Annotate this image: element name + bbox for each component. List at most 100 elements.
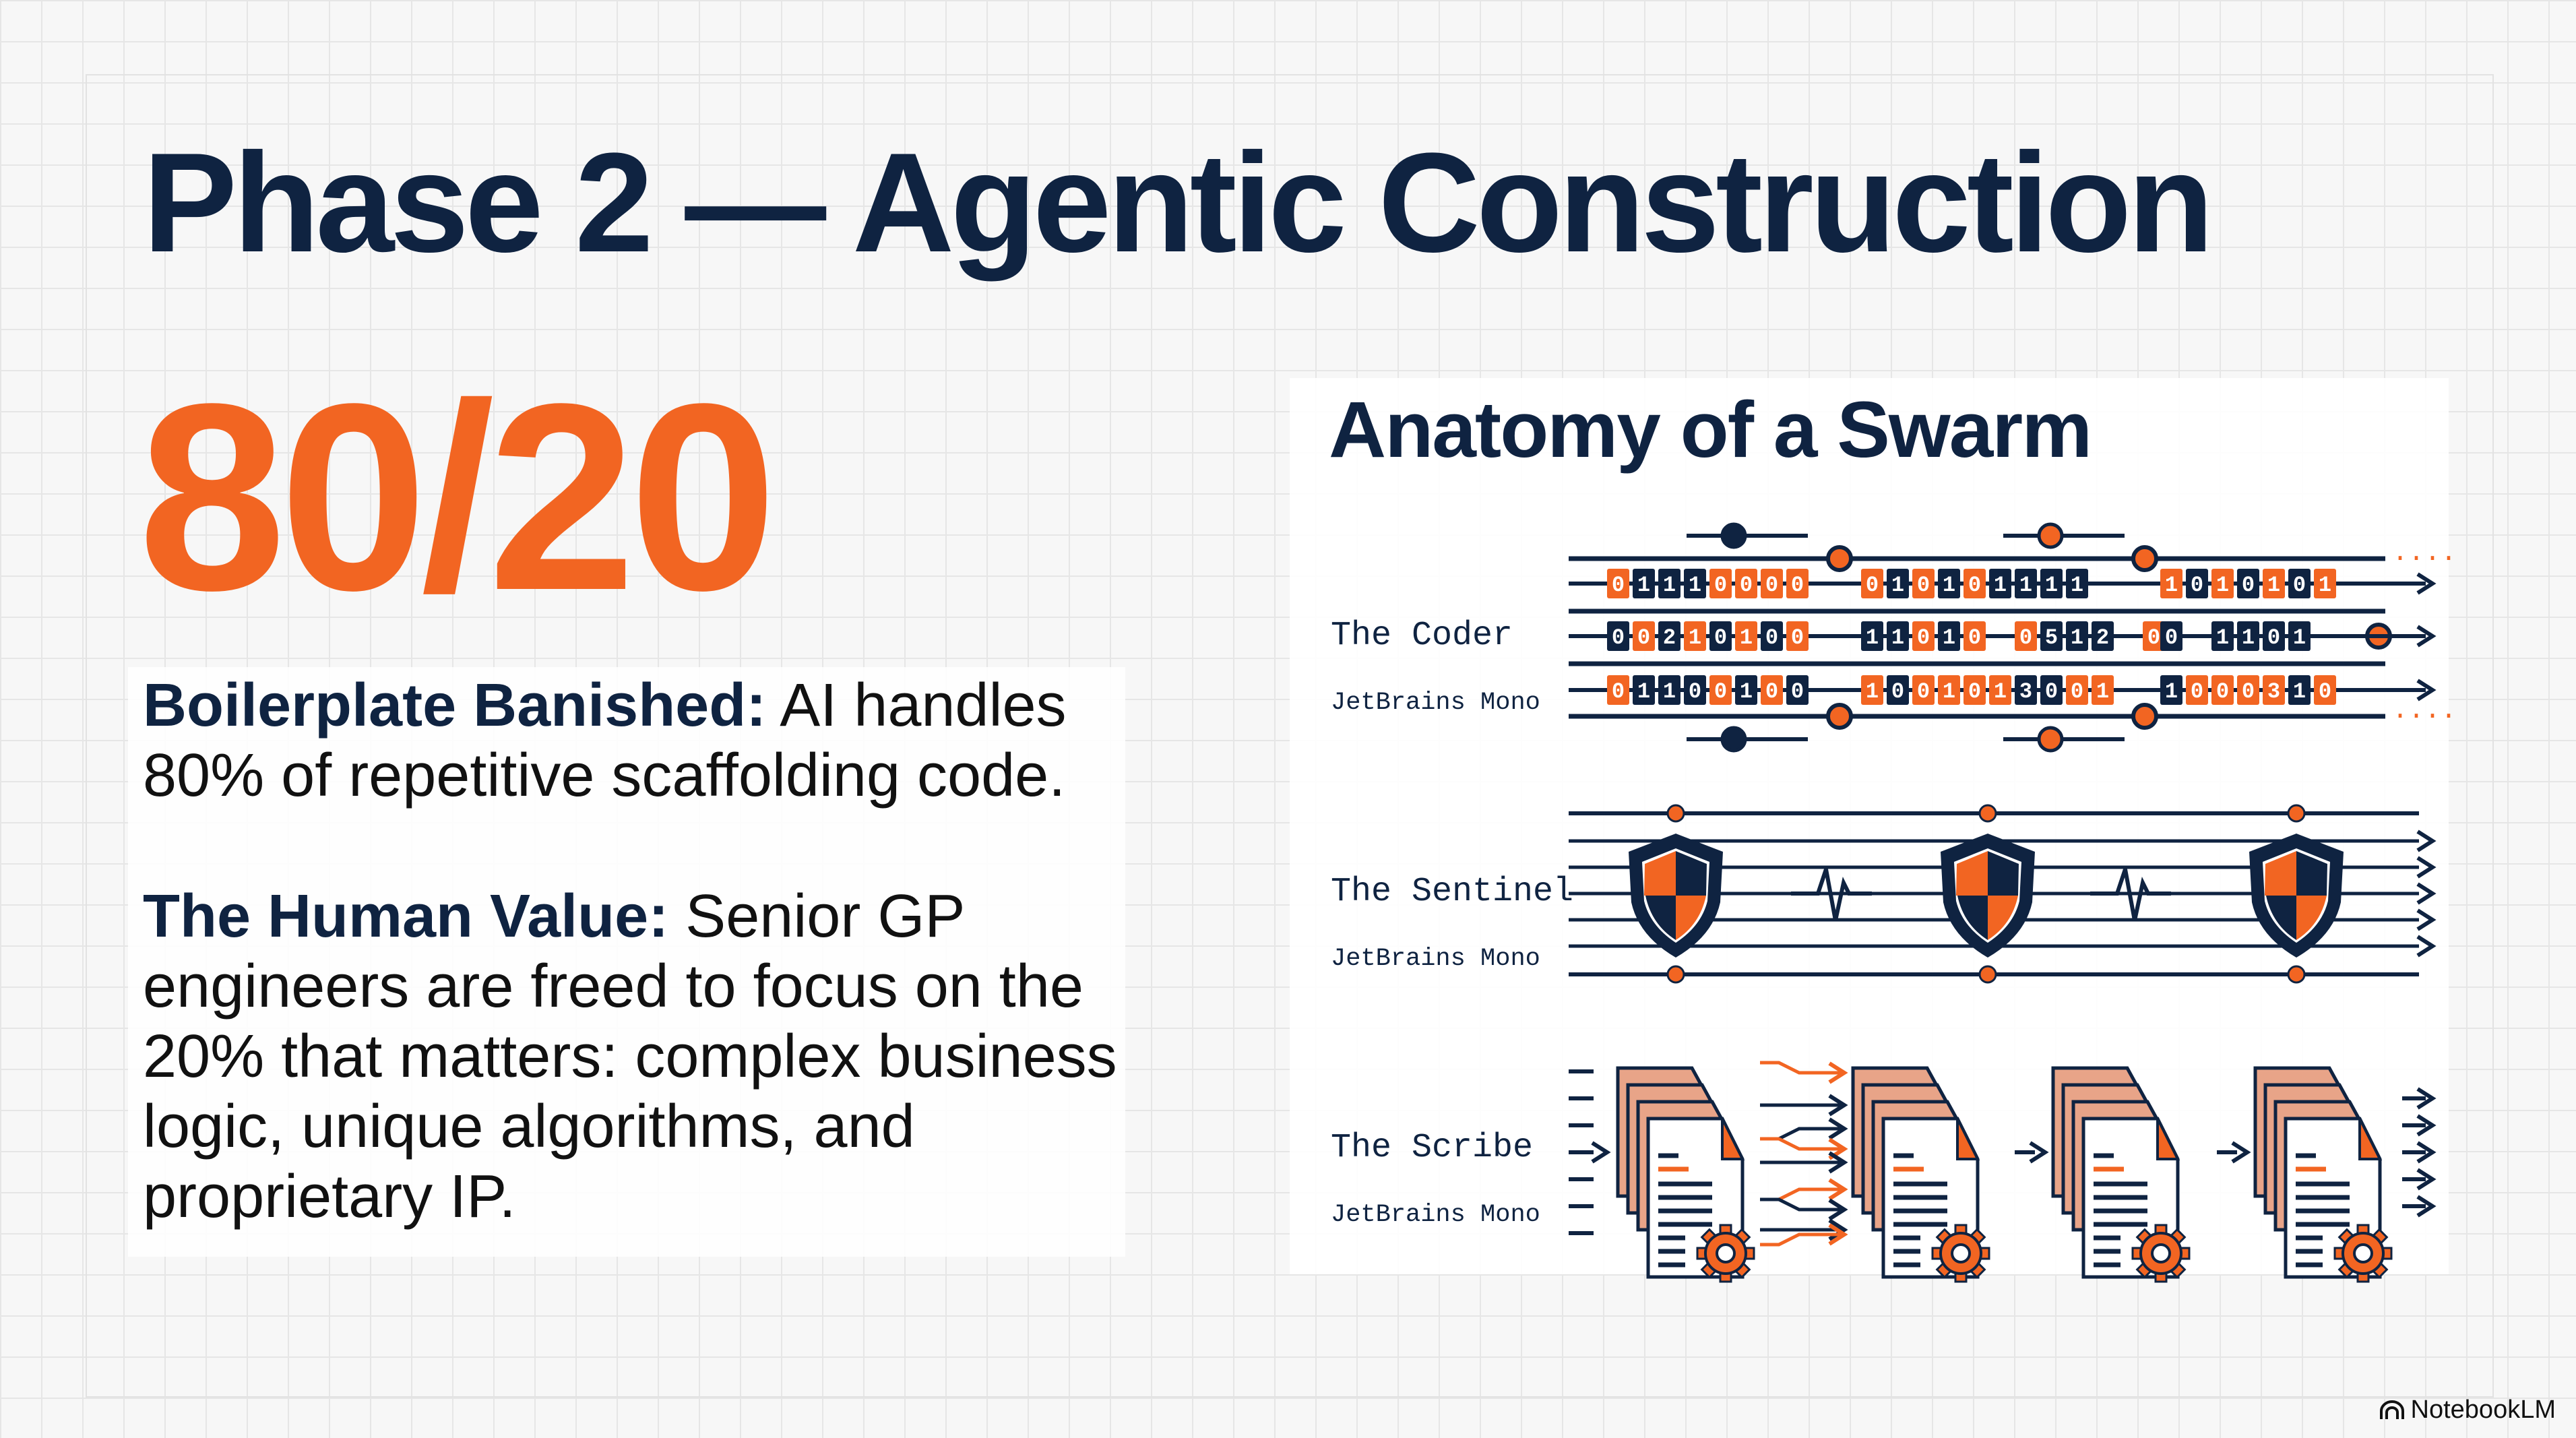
flow-connector xyxy=(1760,1197,1843,1212)
gear-icon xyxy=(1931,1224,1990,1283)
bit-cell xyxy=(1938,569,1960,598)
bit-cell xyxy=(2066,675,2088,705)
document-gear-icon xyxy=(2253,1066,2393,1283)
bit-cell xyxy=(1735,569,1757,598)
gear-hole xyxy=(2353,1243,2373,1263)
bit-cell xyxy=(1887,569,1909,598)
bit-cell xyxy=(1786,621,1809,651)
bit-cell xyxy=(1684,569,1706,598)
shield-quadrant xyxy=(1957,896,1988,940)
paragraph-body: AI handles 80% of repetitive scaffolding… xyxy=(143,672,1067,809)
document-gear-icon xyxy=(1616,1066,1755,1283)
gear-hole xyxy=(1951,1243,1971,1263)
bit-cell xyxy=(2314,569,2336,598)
bit-cell xyxy=(1938,675,1960,705)
arrow-head-icon xyxy=(2416,1114,2437,1137)
text-panel xyxy=(128,667,1125,1257)
bit-cell xyxy=(1633,675,1655,705)
arrow-head-icon xyxy=(1828,1223,1848,1246)
heartbeat-icon xyxy=(1791,869,1872,921)
arrow-head-icon xyxy=(1828,1061,1848,1084)
branding-text: NotebookLM xyxy=(2410,1396,2556,1424)
bit-cell xyxy=(1735,621,1757,651)
bit-cell xyxy=(1761,621,1783,651)
agent-coder: The Coder JetBrains Mono xyxy=(1331,617,1540,717)
checkpoint-node-icon xyxy=(2287,965,2306,984)
ratio-stat: 80/20 xyxy=(138,348,777,646)
arrow-head-icon xyxy=(2416,882,2437,905)
bit-cell xyxy=(1709,675,1732,705)
bit-cell xyxy=(1786,675,1809,705)
shield-quadrant xyxy=(1676,896,1706,940)
bit-group: 010101111 xyxy=(1866,573,2083,598)
junction-node-icon xyxy=(1826,545,1853,572)
shield-quadrant xyxy=(1645,896,1676,940)
arrow-head-icon xyxy=(2416,908,2437,931)
agent-sentinel: The Sentinel JetBrains Mono xyxy=(1331,873,1573,973)
bit-group: 1000310 xyxy=(2165,679,2331,704)
gear-hole xyxy=(1716,1243,1736,1263)
agent-font: JetBrains Mono xyxy=(1331,1201,1540,1229)
bit-cell xyxy=(2263,621,2285,651)
bit-cell xyxy=(2186,675,2208,705)
slide-frame xyxy=(86,74,2494,1398)
shield-icon xyxy=(2249,834,2344,958)
gear-hole xyxy=(2151,1243,2171,1263)
bit-cell xyxy=(1861,621,1883,651)
shield-quadrant xyxy=(1644,851,1676,896)
signal-node-icon xyxy=(1720,522,1747,549)
bit-cell xyxy=(2288,569,2311,598)
agent-font: JetBrains Mono xyxy=(1331,689,1540,717)
junction-node-icon xyxy=(2131,703,2158,730)
bit-cell xyxy=(2160,675,2182,705)
bit-cell xyxy=(2160,569,2182,598)
agent-scribe: The Scribe JetBrains Mono xyxy=(1331,1129,1540,1229)
signal-node-icon xyxy=(2037,726,2064,753)
bit-cell xyxy=(2237,569,2259,598)
bit-cell xyxy=(1735,675,1757,705)
bit-cell xyxy=(1761,569,1783,598)
bit-cell xyxy=(2211,621,2234,651)
shield-quadrant xyxy=(2266,896,2296,940)
arrow-head-icon xyxy=(2029,1141,2049,1164)
document-fold xyxy=(1721,1118,1745,1160)
bit-cell xyxy=(2015,621,2037,651)
paragraph-heading: Boilerplate Banished: xyxy=(143,672,767,739)
arrow-head-icon xyxy=(2416,679,2437,701)
notebooklm-icon xyxy=(2379,1400,2404,1419)
document-fold xyxy=(1956,1118,1980,1160)
arrow-head-icon xyxy=(2416,1195,2437,1218)
checkpoint-node-icon xyxy=(1666,965,1685,984)
bit-cell xyxy=(1607,621,1629,651)
bit-cell xyxy=(2040,675,2063,705)
bit-cell xyxy=(2066,569,2088,598)
arrow-head-icon xyxy=(1828,1117,1848,1140)
gear-icon xyxy=(1696,1224,1755,1283)
bit-cell xyxy=(2143,621,2165,651)
agent-font: JetBrains Mono xyxy=(1331,945,1540,973)
arrow-head-icon xyxy=(2416,830,2437,852)
bit-cell xyxy=(1761,675,1783,705)
notebooklm-logo: NotebookLM xyxy=(2379,1396,2556,1425)
shield-quadrant xyxy=(2265,851,2296,896)
gear-icon xyxy=(2131,1224,2191,1283)
arrow-head-icon xyxy=(1591,1141,1611,1164)
bit-cell xyxy=(1607,675,1629,705)
bit-cell xyxy=(1658,569,1680,598)
bit-cell xyxy=(1887,675,1909,705)
bit-cell xyxy=(1786,569,1809,598)
shield-quadrant xyxy=(2296,851,2327,896)
shield-icon xyxy=(1941,834,2035,958)
document-gear-icon xyxy=(2051,1066,2191,1283)
arrow-head-icon xyxy=(2416,856,2437,879)
agent-name: The Sentinel xyxy=(1331,873,1574,911)
signal-node-icon xyxy=(2037,522,2064,549)
bit-cell xyxy=(1989,675,2011,705)
arrow-head-icon xyxy=(2416,1168,2437,1191)
bit-cell xyxy=(2314,675,2336,705)
arrow-head-icon xyxy=(1828,1198,1848,1221)
checkpoint-node-icon xyxy=(1978,804,1997,823)
bit-cell xyxy=(1912,675,1935,705)
shield-quadrant xyxy=(2296,896,2327,940)
